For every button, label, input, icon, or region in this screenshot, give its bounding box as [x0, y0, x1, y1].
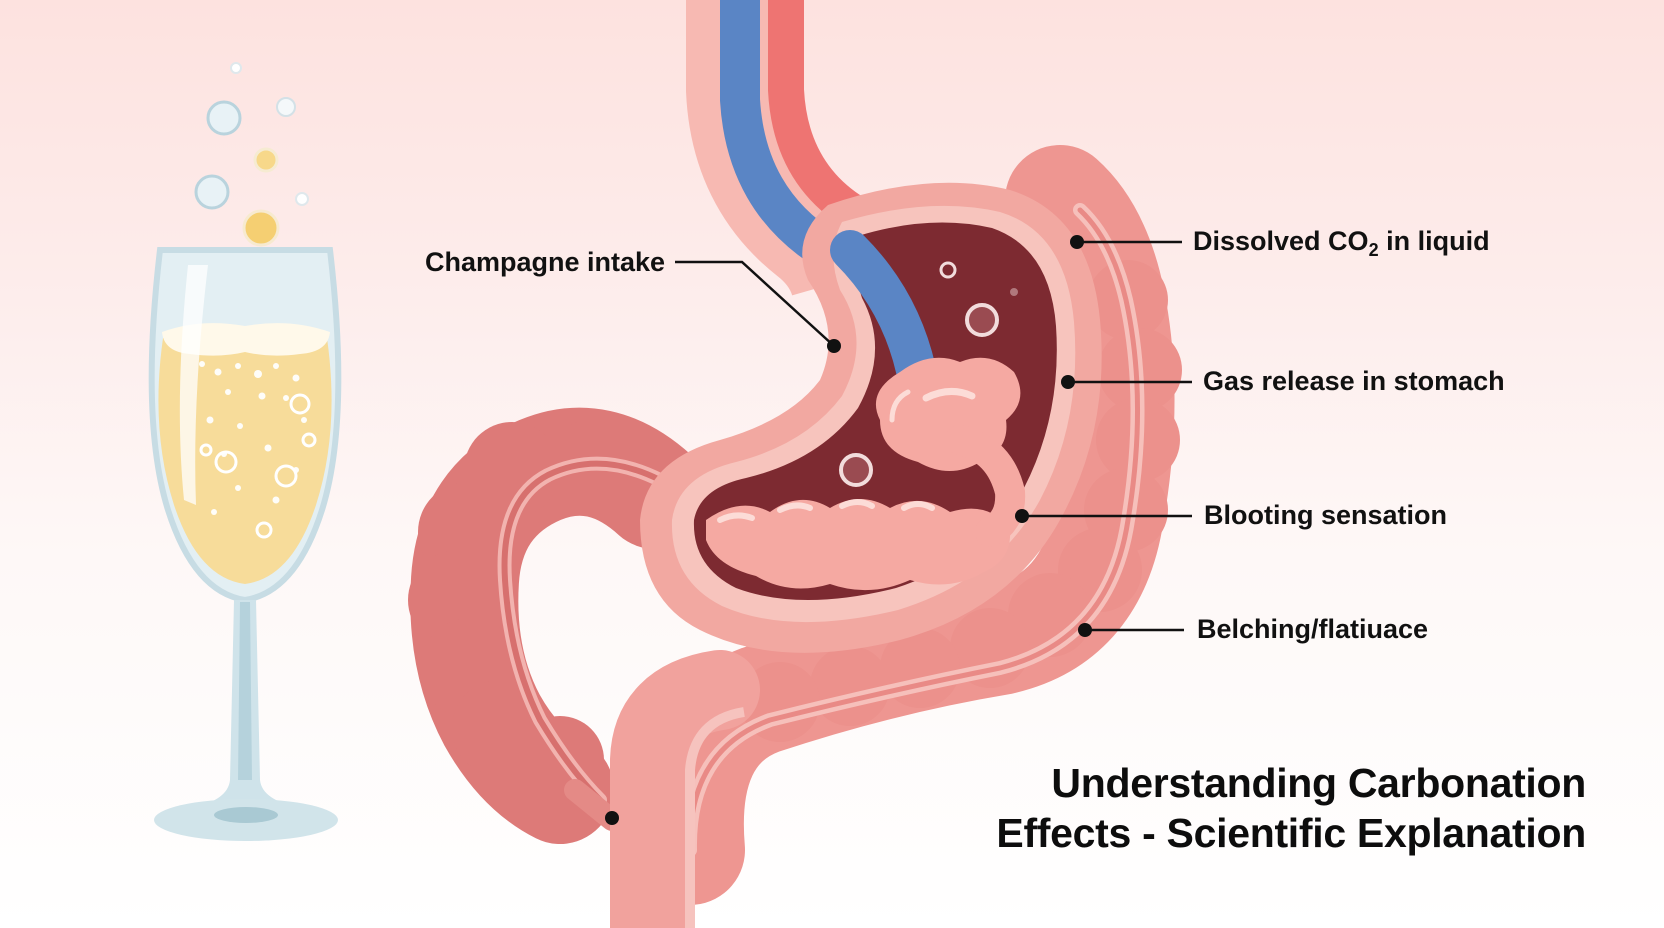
large-intestine [408, 145, 1182, 928]
label-gas-release: Gas release in stomach [1203, 366, 1505, 396]
label-dissolved-co2: Dissolved CO2 in liquid [1193, 226, 1490, 260]
label-dissolved-prefix: Dissolved CO [1193, 226, 1369, 256]
title-line-2: Effects - Scientific Explanation [996, 810, 1586, 856]
label-dissolved-subscript: 2 [1368, 240, 1379, 260]
diagram-title: Understanding Carbonation Effects - Scie… [996, 758, 1586, 858]
leader-dots [605, 235, 1092, 825]
leader-lines [675, 240, 1192, 632]
stomach [640, 182, 1102, 653]
champagne-glass [148, 62, 342, 841]
label-champagne-intake: Champagne intake [425, 247, 666, 277]
label-belching: Belching/flatiuace [1197, 614, 1429, 644]
gas-bubbles [839, 261, 1018, 487]
label-dissolved-suffix: in liquid [1378, 226, 1490, 256]
title-line-1: Understanding Carbonation [1051, 760, 1586, 806]
label-bloating: Blooting sensation [1204, 500, 1447, 530]
leader-champagne-intake [675, 260, 835, 347]
